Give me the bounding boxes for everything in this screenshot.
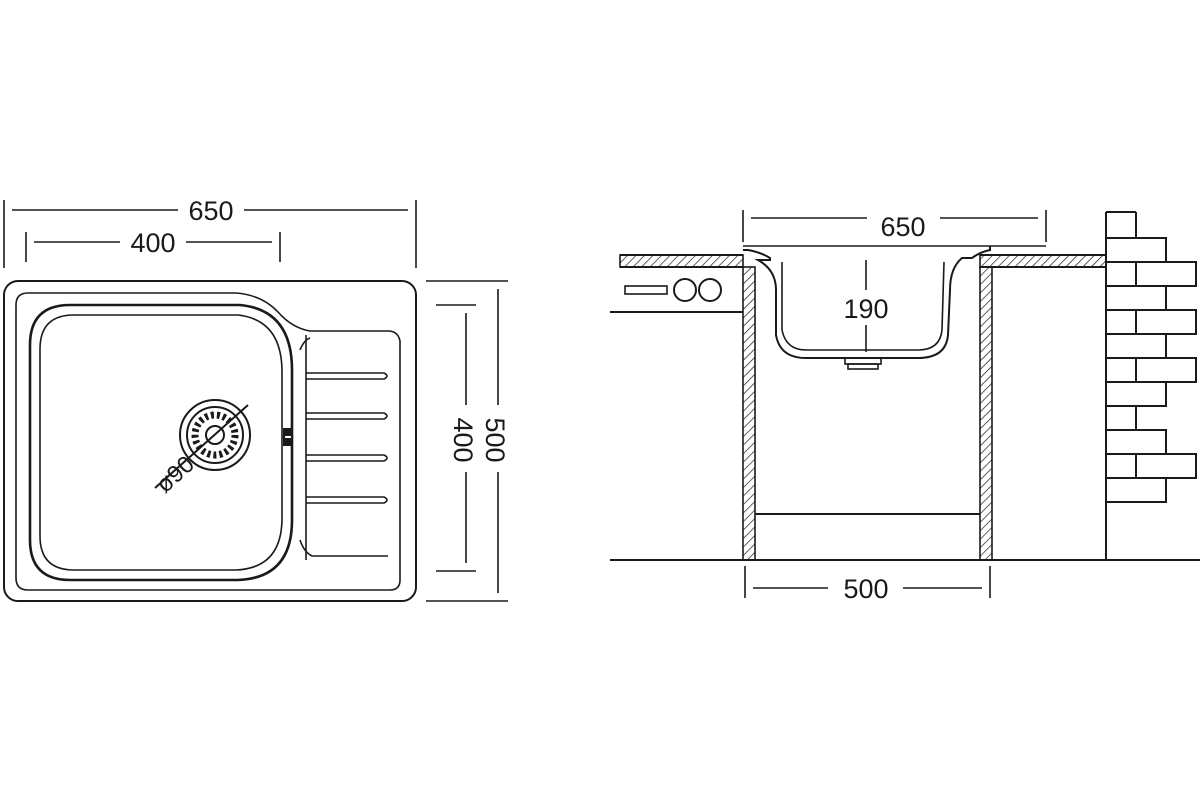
- drain-icon: [154, 399, 251, 489]
- dim-total-width: [3, 200, 417, 268]
- countertop-right: [979, 254, 1107, 268]
- sink-inner-rim: [15, 292, 401, 591]
- sink-drain-icon: [844, 357, 882, 370]
- dim-total-width-label: 650: [188, 196, 233, 226]
- brick-wall: [1105, 211, 1197, 560]
- overflow-icon: [283, 428, 293, 446]
- dim-cabinet-width: [744, 566, 991, 598]
- dim-total-depth-label: 500: [480, 417, 510, 462]
- drainboard-ribs: [299, 335, 388, 560]
- drain-diameter-label: ø90: [151, 451, 200, 499]
- bowl-inner-outline: [39, 314, 283, 571]
- dim-bowl-depth-label: 400: [448, 417, 478, 462]
- side-view: 650 190 500: [610, 210, 1200, 604]
- top-view: ø90 650 400 500: [3, 196, 510, 602]
- sink-section: [743, 246, 991, 359]
- dim-bowl-height-label: 190: [843, 294, 888, 324]
- bowl-outline: [28, 303, 294, 582]
- cabinet-wall-left: [742, 266, 756, 561]
- sink-outer-rim: [3, 280, 417, 602]
- cabinet-wall-right: [979, 266, 993, 561]
- dim-top-width-label: 650: [880, 212, 925, 242]
- dim-total-depth: [426, 280, 508, 602]
- drain-leader-line: [154, 404, 249, 489]
- dim-bowl-width: [25, 232, 281, 262]
- dim-bowl-width-label: 400: [130, 228, 175, 258]
- dim-top-width: [742, 210, 1047, 242]
- countertop-left: [619, 254, 744, 268]
- stove-controls: [624, 278, 722, 302]
- dim-cabinet-width-label: 500: [843, 574, 888, 604]
- dim-bowl-depth: [436, 304, 476, 572]
